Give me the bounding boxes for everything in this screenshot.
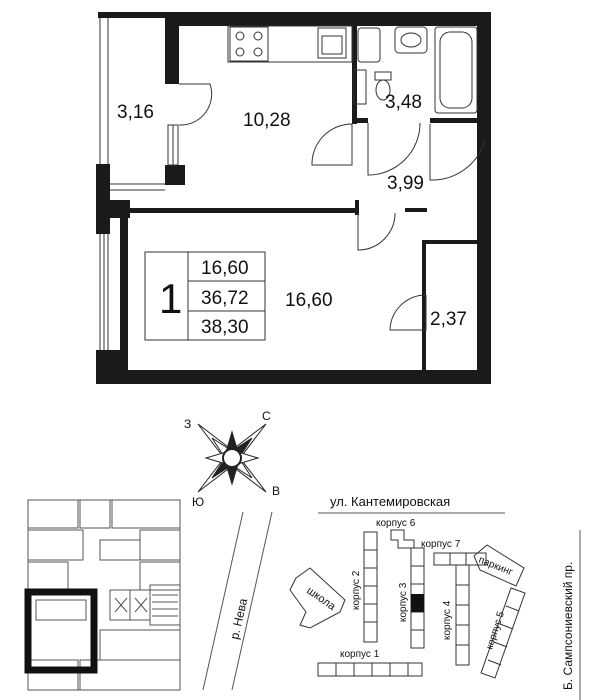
living-left-wall [120,200,128,370]
toilet [375,79,391,101]
building-k2-label: корпус 2 [351,570,362,610]
toilet-tank [374,71,392,81]
total-area-with-loggia: 38,30 [201,317,249,338]
kitchen-left-wall-top [165,12,179,84]
right-wall [477,12,491,382]
burner-icon [235,47,245,57]
building-k1-label: корпус 1 [340,649,380,660]
compass-west: З [184,417,191,431]
compass-rose: С В Ю З [184,409,280,509]
avenue-label: Б. Сампсониевский пр. [561,562,575,690]
kitchen-sink [317,27,347,59]
building-k3-label: корпус 3 [398,582,409,622]
room-area-hall: 3,99 [387,173,424,194]
wardrobe-left-wall [422,240,426,370]
wardrobe-top-wall [422,240,480,244]
floor-key-plan [27,499,181,691]
bottom-wall [96,370,491,384]
compass-north: С [262,409,271,423]
building-k4 [455,564,470,666]
rooms-count: 1 [159,275,182,322]
kitchen-counter [227,25,353,63]
compass-east: В [272,484,280,498]
burner-icon [253,31,263,41]
room-area-loggia: 3,16 [117,102,154,123]
building-k5 [480,587,526,679]
parking-building [473,544,525,587]
building-k6 [390,529,415,549]
building-k7-label: корпус 7 [421,539,461,550]
bath-shelf [353,69,367,105]
stove [229,26,269,62]
room-labels: 3,16 10,28 3,48 3,99 16,60 2,37 [117,92,467,330]
river-lines [202,511,273,691]
washbasin [394,26,428,54]
hall-stub-2 [405,208,427,212]
building-k6-label: корпус 6 [376,518,416,529]
loggia-outline [99,18,179,350]
bath-fixtures [353,26,478,114]
current-building-marker [411,594,424,612]
total-area: 36,72 [201,288,249,309]
hall-door [367,122,421,176]
bath-wall-a [352,118,368,123]
living-door [357,212,396,251]
school-building [289,567,346,629]
kitchen-door [311,123,353,166]
bath-wall-b [430,118,480,123]
river-label: р. Нева [227,597,250,641]
left-wall-mid [96,164,110,234]
top-wall-left [98,12,165,18]
area-summary-box: 1 16,60 36,72 38,30 [144,251,266,341]
washing-machine [357,27,381,63]
room-area-bathroom: 3,48 [385,92,422,113]
building-k1 [317,662,423,677]
burner-icon [235,31,245,41]
building-k2 [363,531,378,643]
kitchen-corner [165,165,185,185]
street-label: ул. Кантемировская [330,494,450,509]
living-area: 16,60 [201,258,249,279]
hall-stub [355,200,359,215]
bathtub [434,26,478,114]
current-apartment-highlight [24,588,98,674]
building-k5-label: корпус 5 [484,610,507,651]
wardrobe-door [389,294,427,331]
living-corner [110,200,130,218]
wall-kitchen-living [128,208,358,213]
bath-door [429,124,486,181]
apartment-plan [96,12,491,384]
doors [178,83,486,331]
burner-icon [253,47,263,57]
building-k4-label: корпус 4 [442,600,453,640]
room-area-wardrobe: 2,37 [430,309,467,330]
loggia-door [178,83,213,126]
room-area-living: 16,60 [285,290,333,311]
room-area-kitchen: 10,28 [243,110,291,131]
kitchen-furniture [227,25,353,63]
compass-south: Ю [192,495,204,509]
top-wall [165,12,485,26]
